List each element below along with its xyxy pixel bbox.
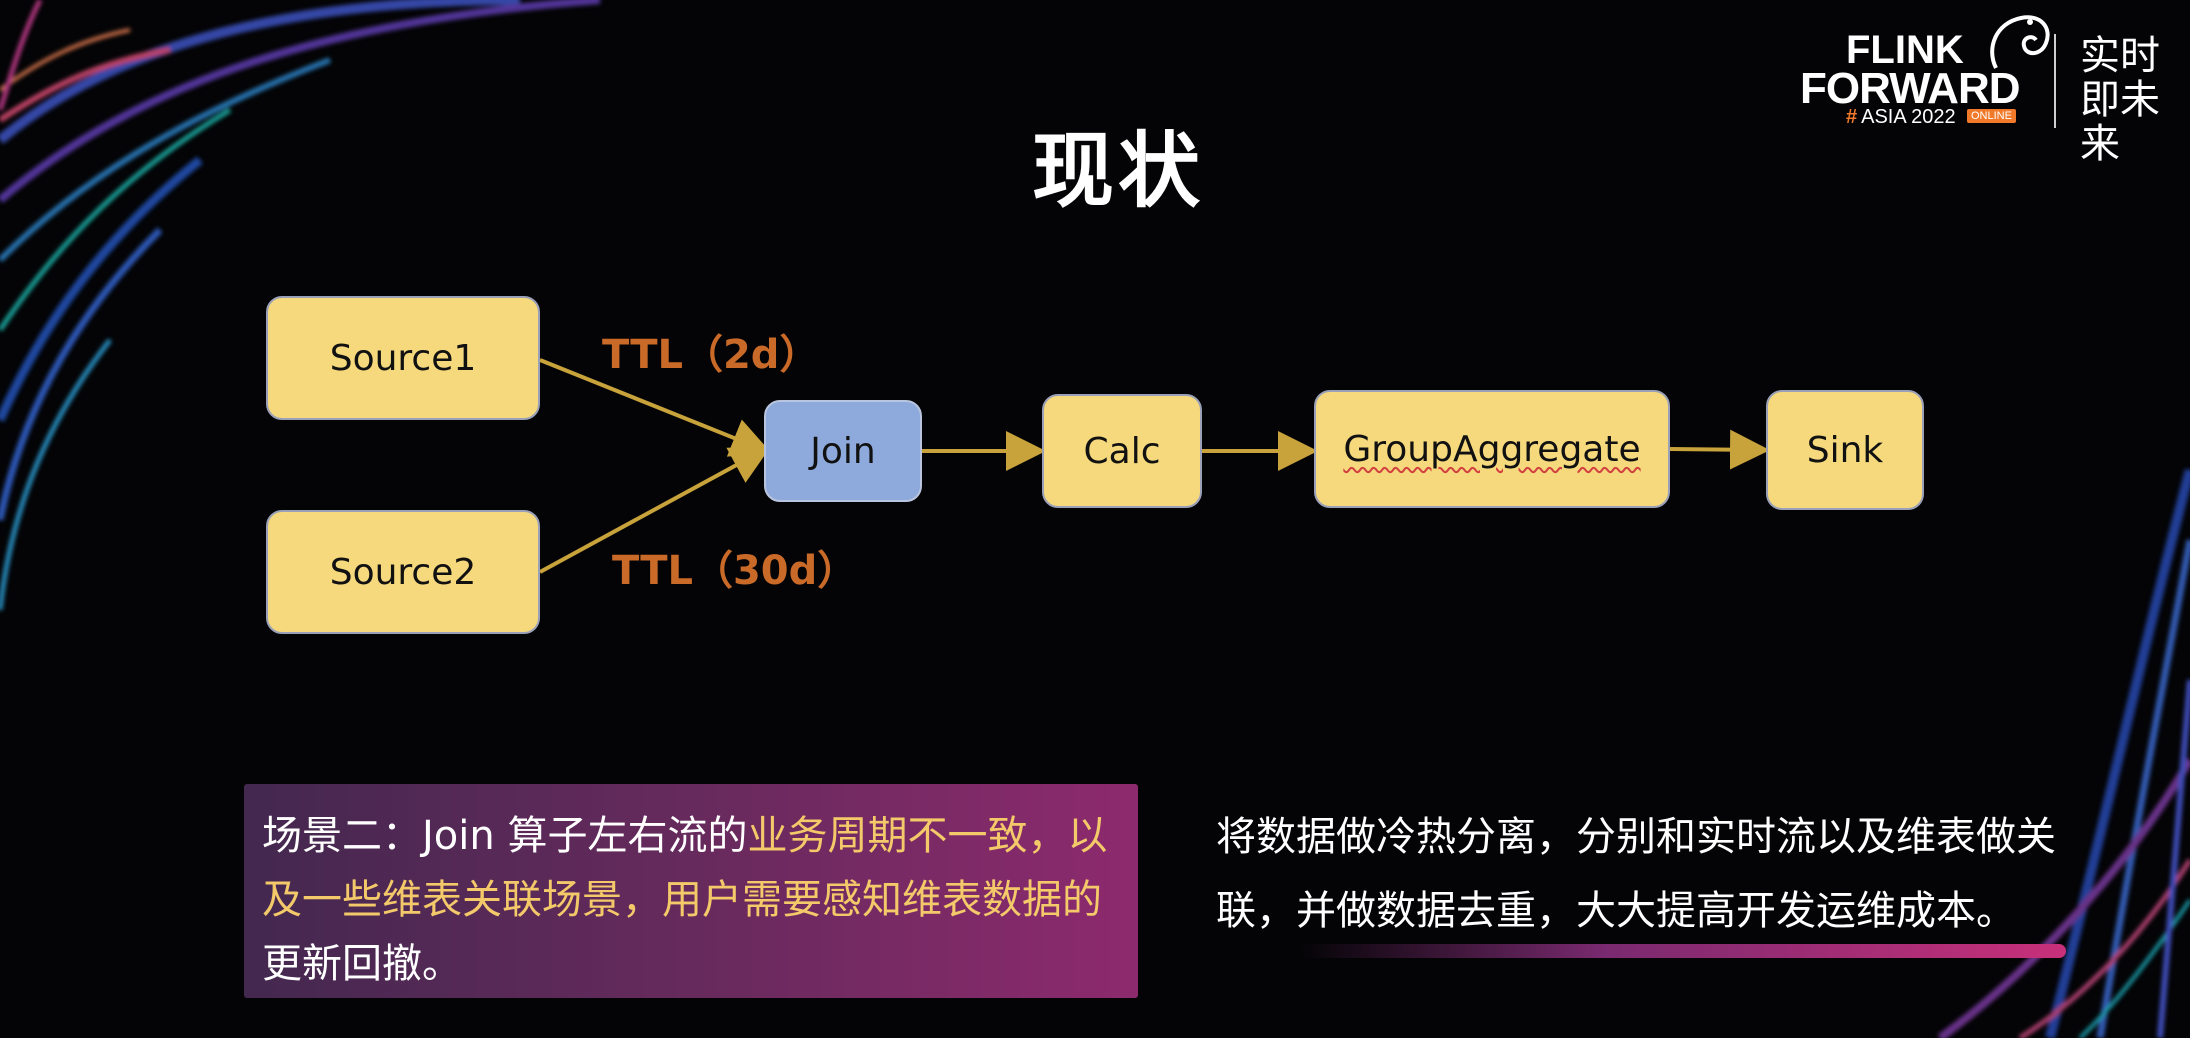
logo-flink-text: FLINK	[1846, 28, 1964, 72]
node-calc: Calc	[1042, 394, 1202, 508]
node-join-label: Join	[810, 430, 876, 472]
logo-forward-text: FORWARD	[1800, 64, 2021, 113]
solution-description: 将数据做冷热分离，分别和实时流以及维表做关联，并做数据去重，大大提高开发运维成本…	[1216, 814, 2056, 934]
solution-underline-decoration	[1300, 944, 2066, 958]
logo-divider	[2054, 34, 2056, 128]
scenario-text-normal-2: 更新回撤。	[262, 941, 462, 987]
logo-asia-year: ASIA 2022	[1861, 106, 1956, 128]
node-source1-label: Source1	[329, 337, 477, 379]
node-sink: Sink	[1766, 390, 1924, 510]
scenario-description-box: 场景二：Join 算子左右流的业务周期不一致，以及一些维表关联场景，用户需要感知…	[244, 784, 1138, 998]
edge-groupaggregate-sink	[1669, 429, 1770, 470]
ttl-label-source2: TTL（30d）	[612, 548, 858, 594]
squirrel-icon	[1990, 15, 2050, 69]
node-sink-label: Sink	[1806, 429, 1884, 471]
edge-source1-join	[539, 358, 772, 457]
logo-online-badge: ONLINE	[1967, 109, 2016, 123]
slide-title: 现状	[1031, 124, 1204, 219]
logo-asia-text: #ASIA 2022	[1846, 106, 1956, 129]
scenario-text-highlight: 业务周期不一致，以及一些维表关联场景，用户需要感知维表数据的	[262, 813, 1108, 923]
node-source2: Source2	[266, 510, 540, 634]
ttl-label-source1: TTL（2d）	[602, 332, 820, 378]
flink-forward-logo: FLINK FORWARD #ASIA 2022 ONLINE 实时即未来	[1790, 8, 2190, 166]
node-source1: Source1	[266, 296, 540, 420]
node-group-aggregate-label: GroupAggregate	[1343, 428, 1641, 470]
logo-slogan: 实时即未来	[2080, 33, 2160, 167]
node-calc-label: Calc	[1083, 430, 1161, 472]
node-group-aggregate: GroupAggregate	[1314, 390, 1670, 508]
logo-hash: #	[1846, 106, 1858, 128]
scenario-text-normal-1: 场景二：Join 算子左右流的	[262, 813, 748, 859]
node-source2-label: Source2	[329, 551, 477, 593]
node-join: Join	[764, 400, 922, 502]
edge-source2-join	[539, 446, 772, 574]
